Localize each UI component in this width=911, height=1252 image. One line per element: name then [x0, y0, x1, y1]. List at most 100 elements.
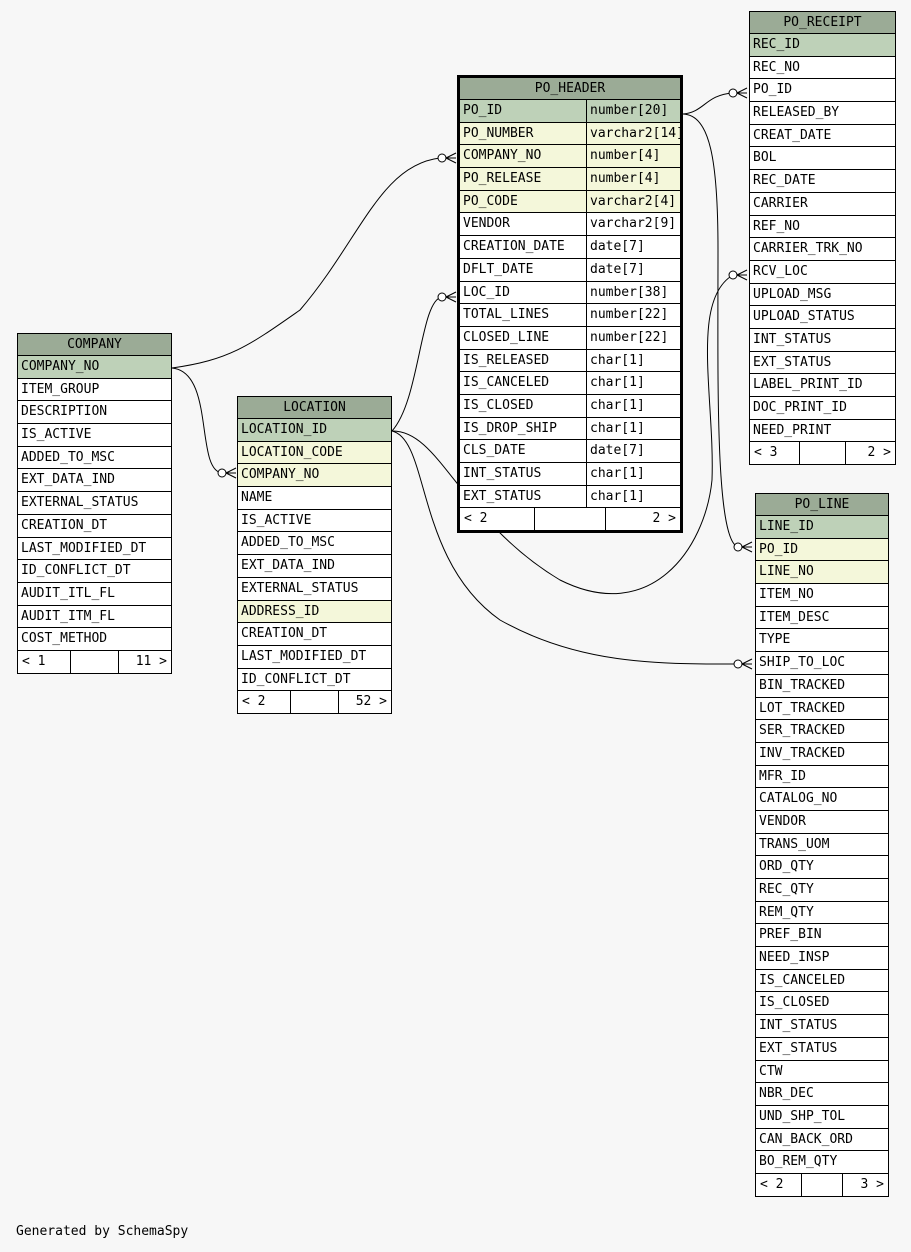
column-row[interactable]: COMPANY_NO [238, 464, 391, 488]
column-row[interactable]: ADDRESS_ID [238, 600, 391, 624]
parent-count[interactable]: < 2 [756, 1173, 802, 1196]
column-row[interactable]: SHIP_TO_LOC [756, 652, 888, 675]
column-row[interactable]: PO_ID [756, 538, 888, 562]
column-row[interactable]: UND_SHP_TOL [756, 1106, 888, 1129]
column-row[interactable]: EXTERNAL_STATUS [18, 492, 171, 515]
column-row[interactable]: DESCRIPTION [18, 401, 171, 425]
table-title[interactable]: LOCATION [238, 397, 391, 419]
column-row[interactable]: DOC_PRINT_ID [750, 397, 895, 420]
column-row[interactable]: CATALOG_NO [756, 788, 888, 811]
column-row[interactable]: EXTERNAL_STATUS [238, 578, 391, 601]
column-row[interactable]: LAST_MODIFIED_DT [18, 538, 171, 561]
table-title[interactable]: PO_RECEIPT [750, 12, 895, 34]
column-row[interactable]: ITEM_DESC [756, 607, 888, 630]
column-row[interactable]: VENDOR [756, 811, 888, 834]
parent-count[interactable]: < 2 [238, 691, 291, 714]
table-title[interactable]: COMPANY [18, 334, 171, 356]
child-count[interactable]: 52 > [355, 694, 388, 710]
column-row[interactable]: REC_QTY [756, 879, 888, 902]
column-row[interactable]: REC_ID [750, 34, 895, 57]
column-row[interactable]: AUDIT_ITM_FL [18, 606, 171, 629]
column-row[interactable]: LOCATION_CODE [238, 441, 391, 465]
column-row[interactable]: BOL [750, 147, 895, 171]
column-row[interactable]: EXT_DATA_IND [18, 469, 171, 493]
column-row[interactable]: NEED_INSP [756, 947, 888, 970]
column-row[interactable]: SER_TRACKED [756, 720, 888, 743]
column-row[interactable]: ITEM_GROUP [18, 379, 171, 402]
column-row[interactable]: CREATION_DT [238, 623, 391, 646]
column-row[interactable]: NBR_DEC [756, 1083, 888, 1106]
column-row[interactable]: INV_TRACKED [756, 743, 888, 766]
column-row[interactable]: RCV_LOC [750, 261, 895, 284]
column-row[interactable]: ADDED_TO_MSC [18, 447, 171, 470]
column-row[interactable]: UPLOAD_STATUS [750, 306, 895, 329]
column-row[interactable]: ITEM_NO [756, 584, 888, 607]
column-row[interactable]: REC_NO [750, 57, 895, 80]
column-row[interactable]: EXT_STATUS [750, 352, 895, 375]
parent-count[interactable]: < 1 [18, 650, 71, 673]
column-row[interactable]: NAME [238, 487, 391, 510]
column-row[interactable]: INT_STATUS [750, 329, 895, 352]
column-row[interactable]: LAST_MODIFIED_DT [238, 646, 391, 669]
column-row[interactable]: ID_CONFLICT_DT [238, 669, 391, 692]
child-count[interactable]: 2 > [652, 511, 676, 527]
column-row[interactable]: REC_DATE [750, 170, 895, 193]
column-row[interactable]: CARRIER_TRK_NO [750, 238, 895, 261]
column-row[interactable]: PREF_BIN [756, 924, 888, 948]
column-row[interactable]: NEED_PRINT [750, 420, 895, 443]
column-row[interactable]: PO_ID [750, 79, 895, 103]
column-row[interactable]: CARRIER [750, 193, 895, 216]
child-count[interactable]: 11 > [135, 653, 168, 669]
column-row[interactable]: IS_ACTIVE [18, 424, 171, 447]
column-row[interactable]: BO_REM_QTY [756, 1151, 888, 1174]
column-row[interactable]: IS_ACTIVE [238, 510, 391, 533]
column-row[interactable]: IS_CANCELED [756, 970, 888, 993]
column-row[interactable]: CREATION_DT [18, 515, 171, 538]
parent-count[interactable]: < 3 [750, 442, 800, 465]
child-count[interactable]: 3 > [860, 1176, 885, 1192]
column-row[interactable]: LOCATION_ID [238, 419, 391, 442]
column-row[interactable]: ID_CONFLICT_DT [18, 560, 171, 583]
column-row[interactable]: TRANS_UOM [756, 834, 888, 857]
column-row[interactable]: EXT_DATA_IND [238, 555, 391, 578]
column-row[interactable]: ORD_QTY [756, 856, 888, 879]
column-row[interactable]: REM_QTY [756, 902, 888, 925]
column-row[interactable]: BIN_TRACKED [756, 675, 888, 698]
column-row[interactable]: INT_STATUS [756, 1015, 888, 1038]
column-row[interactable]: LINE_ID [756, 516, 888, 539]
column-row[interactable]: LINE_NO [756, 561, 888, 585]
column-row[interactable]: COMPANY_NO [18, 356, 171, 379]
column-row[interactable]: IS_CLOSED [756, 992, 888, 1016]
column-row[interactable]: CAN_BACK_ORD [756, 1129, 888, 1152]
column-row[interactable]: LOT_TRACKED [756, 698, 888, 721]
parent-count[interactable]: < 2 [460, 508, 535, 531]
column-row[interactable]: AUDIT_ITL_FL [18, 583, 171, 606]
column-row[interactable]: TYPE [756, 629, 888, 653]
column-row[interactable]: EXT_STATUS [756, 1038, 888, 1061]
column-row[interactable]: RELEASED_BY [750, 102, 895, 125]
column-row[interactable]: MFR_ID [756, 766, 888, 789]
column-row[interactable]: CTW [756, 1061, 888, 1084]
